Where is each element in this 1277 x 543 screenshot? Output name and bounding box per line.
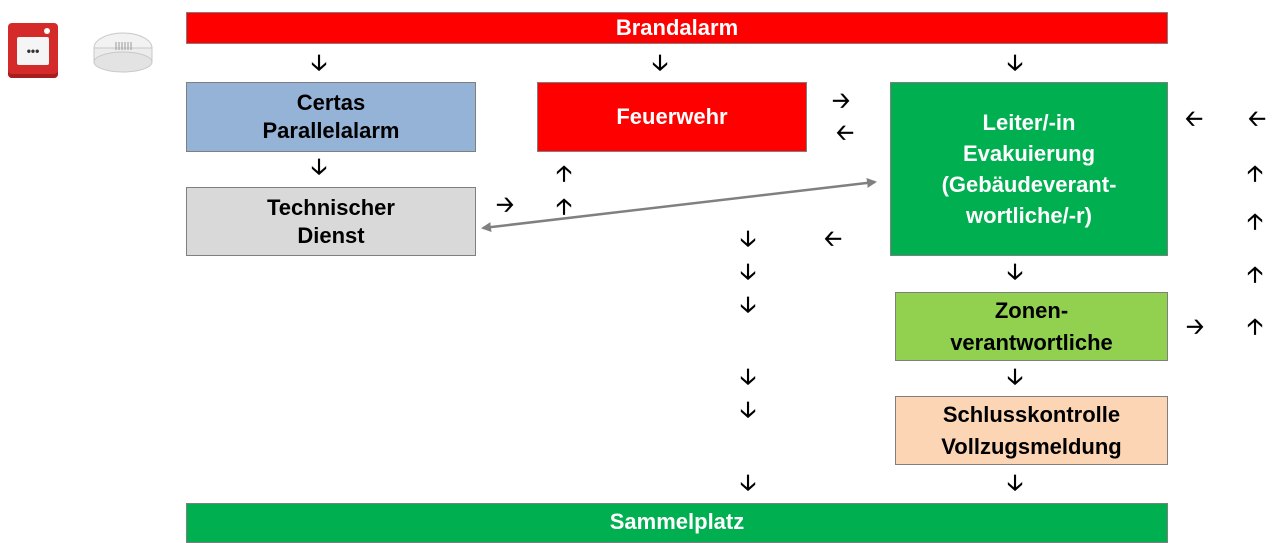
fire-alarm-call-point-icon: •••	[8, 23, 58, 78]
arrow-down-icon: 🡣	[311, 50, 327, 75]
arrow-left-icon: 🡠	[824, 226, 842, 251]
schluss-label-line2: Vollzugsmeldung	[941, 433, 1122, 459]
arrow-up-icon: 🡡	[1247, 161, 1263, 186]
arrow-down-icon: 🡣	[740, 292, 756, 317]
arrow-right-icon: 🡢	[1186, 314, 1204, 339]
brandalarm-box: Brandalarm	[186, 12, 1168, 44]
feuerwehr-label: Feuerwehr	[616, 104, 728, 129]
zonen-label-line1: Zonen-	[994, 297, 1069, 323]
arrow-up-icon: 🡡	[1247, 314, 1263, 339]
schluss-box: Schlusskontrolle Vollzugsmeldung	[895, 396, 1168, 465]
zonen-box: Zonen- verantwortliche	[895, 292, 1168, 361]
arrow-down-icon: 🡣	[740, 470, 756, 495]
arrow-down-icon: 🡣	[1007, 50, 1023, 75]
arrow-down-icon: 🡣	[740, 259, 756, 284]
certas-box: Certas Parallelalarm	[186, 82, 476, 152]
arrow-down-icon: 🡣	[311, 154, 327, 179]
arrow-down-icon: 🡣	[740, 226, 756, 251]
technischer-label-line1: Technischer	[267, 194, 395, 220]
arrow-right-icon: 🡢	[832, 88, 850, 113]
arrow-up-icon: 🡡	[556, 161, 572, 186]
arrow-left-icon: 🡠	[836, 120, 854, 145]
certas-label-line2: Parallelalarm	[262, 118, 400, 143]
arrow-left-icon: 🡠	[1185, 106, 1203, 131]
technischer-dienst-box: Technischer Dienst	[186, 187, 476, 256]
arrow-right-icon: 🡢	[496, 192, 514, 217]
brandalarm-label: Brandalarm	[615, 15, 739, 40]
arrow-down-icon: 🡣	[1007, 364, 1023, 389]
arrow-up-icon: 🡡	[556, 194, 572, 219]
schluss-label-line1: Schlusskontrolle	[942, 401, 1121, 427]
arrow-down-icon: 🡣	[740, 364, 756, 389]
arrow-up-icon: 🡡	[1247, 262, 1263, 287]
arrow-left-icon: 🡠	[1248, 106, 1266, 131]
zonen-label-line2: verantwortliche	[950, 329, 1113, 355]
feuerwehr-box: Feuerwehr	[537, 82, 807, 152]
sammelplatz-label: Sammelplatz	[609, 509, 745, 534]
arrow-down-icon: 🡣	[1007, 259, 1023, 284]
leiter-label-line2: Evakuierung	[962, 141, 1096, 166]
smoke-detector-icon	[93, 32, 153, 73]
arrow-down-icon: 🡣	[652, 50, 668, 75]
arrow-down-icon: 🡣	[1007, 470, 1023, 495]
technischer-label-line2: Dienst	[297, 222, 365, 248]
leiter-label-line3: (Gebäudeverant-	[941, 172, 1117, 197]
arrow-up-icon: 🡡	[1247, 209, 1263, 234]
certas-label-line1: Certas	[296, 90, 366, 115]
leiter-box: Leiter/-in Evakuierung (Gebäudeverant- w…	[890, 82, 1168, 256]
arrow-down-icon: 🡣	[740, 397, 756, 422]
leiter-label-line4: wortliche/-r)	[966, 203, 1092, 228]
leiter-label-line1: Leiter/-in	[982, 110, 1076, 135]
